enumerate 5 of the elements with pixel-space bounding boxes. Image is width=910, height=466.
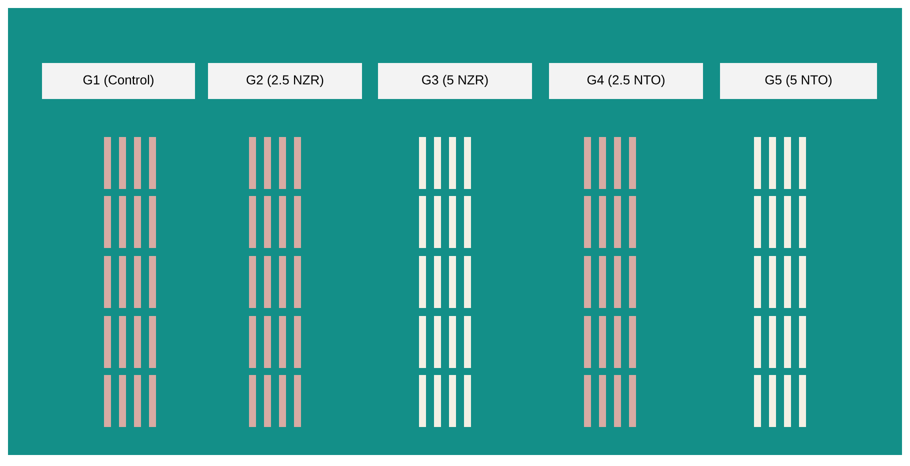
group-label: G5 (5 NTO): [720, 63, 877, 99]
group-label: G2 (2.5 NZR): [208, 63, 362, 99]
group-label: G4 (2.5 NTO): [549, 63, 703, 99]
group-label: G3 (5 NZR): [378, 63, 532, 99]
group-label: G1 (Control): [42, 63, 195, 99]
